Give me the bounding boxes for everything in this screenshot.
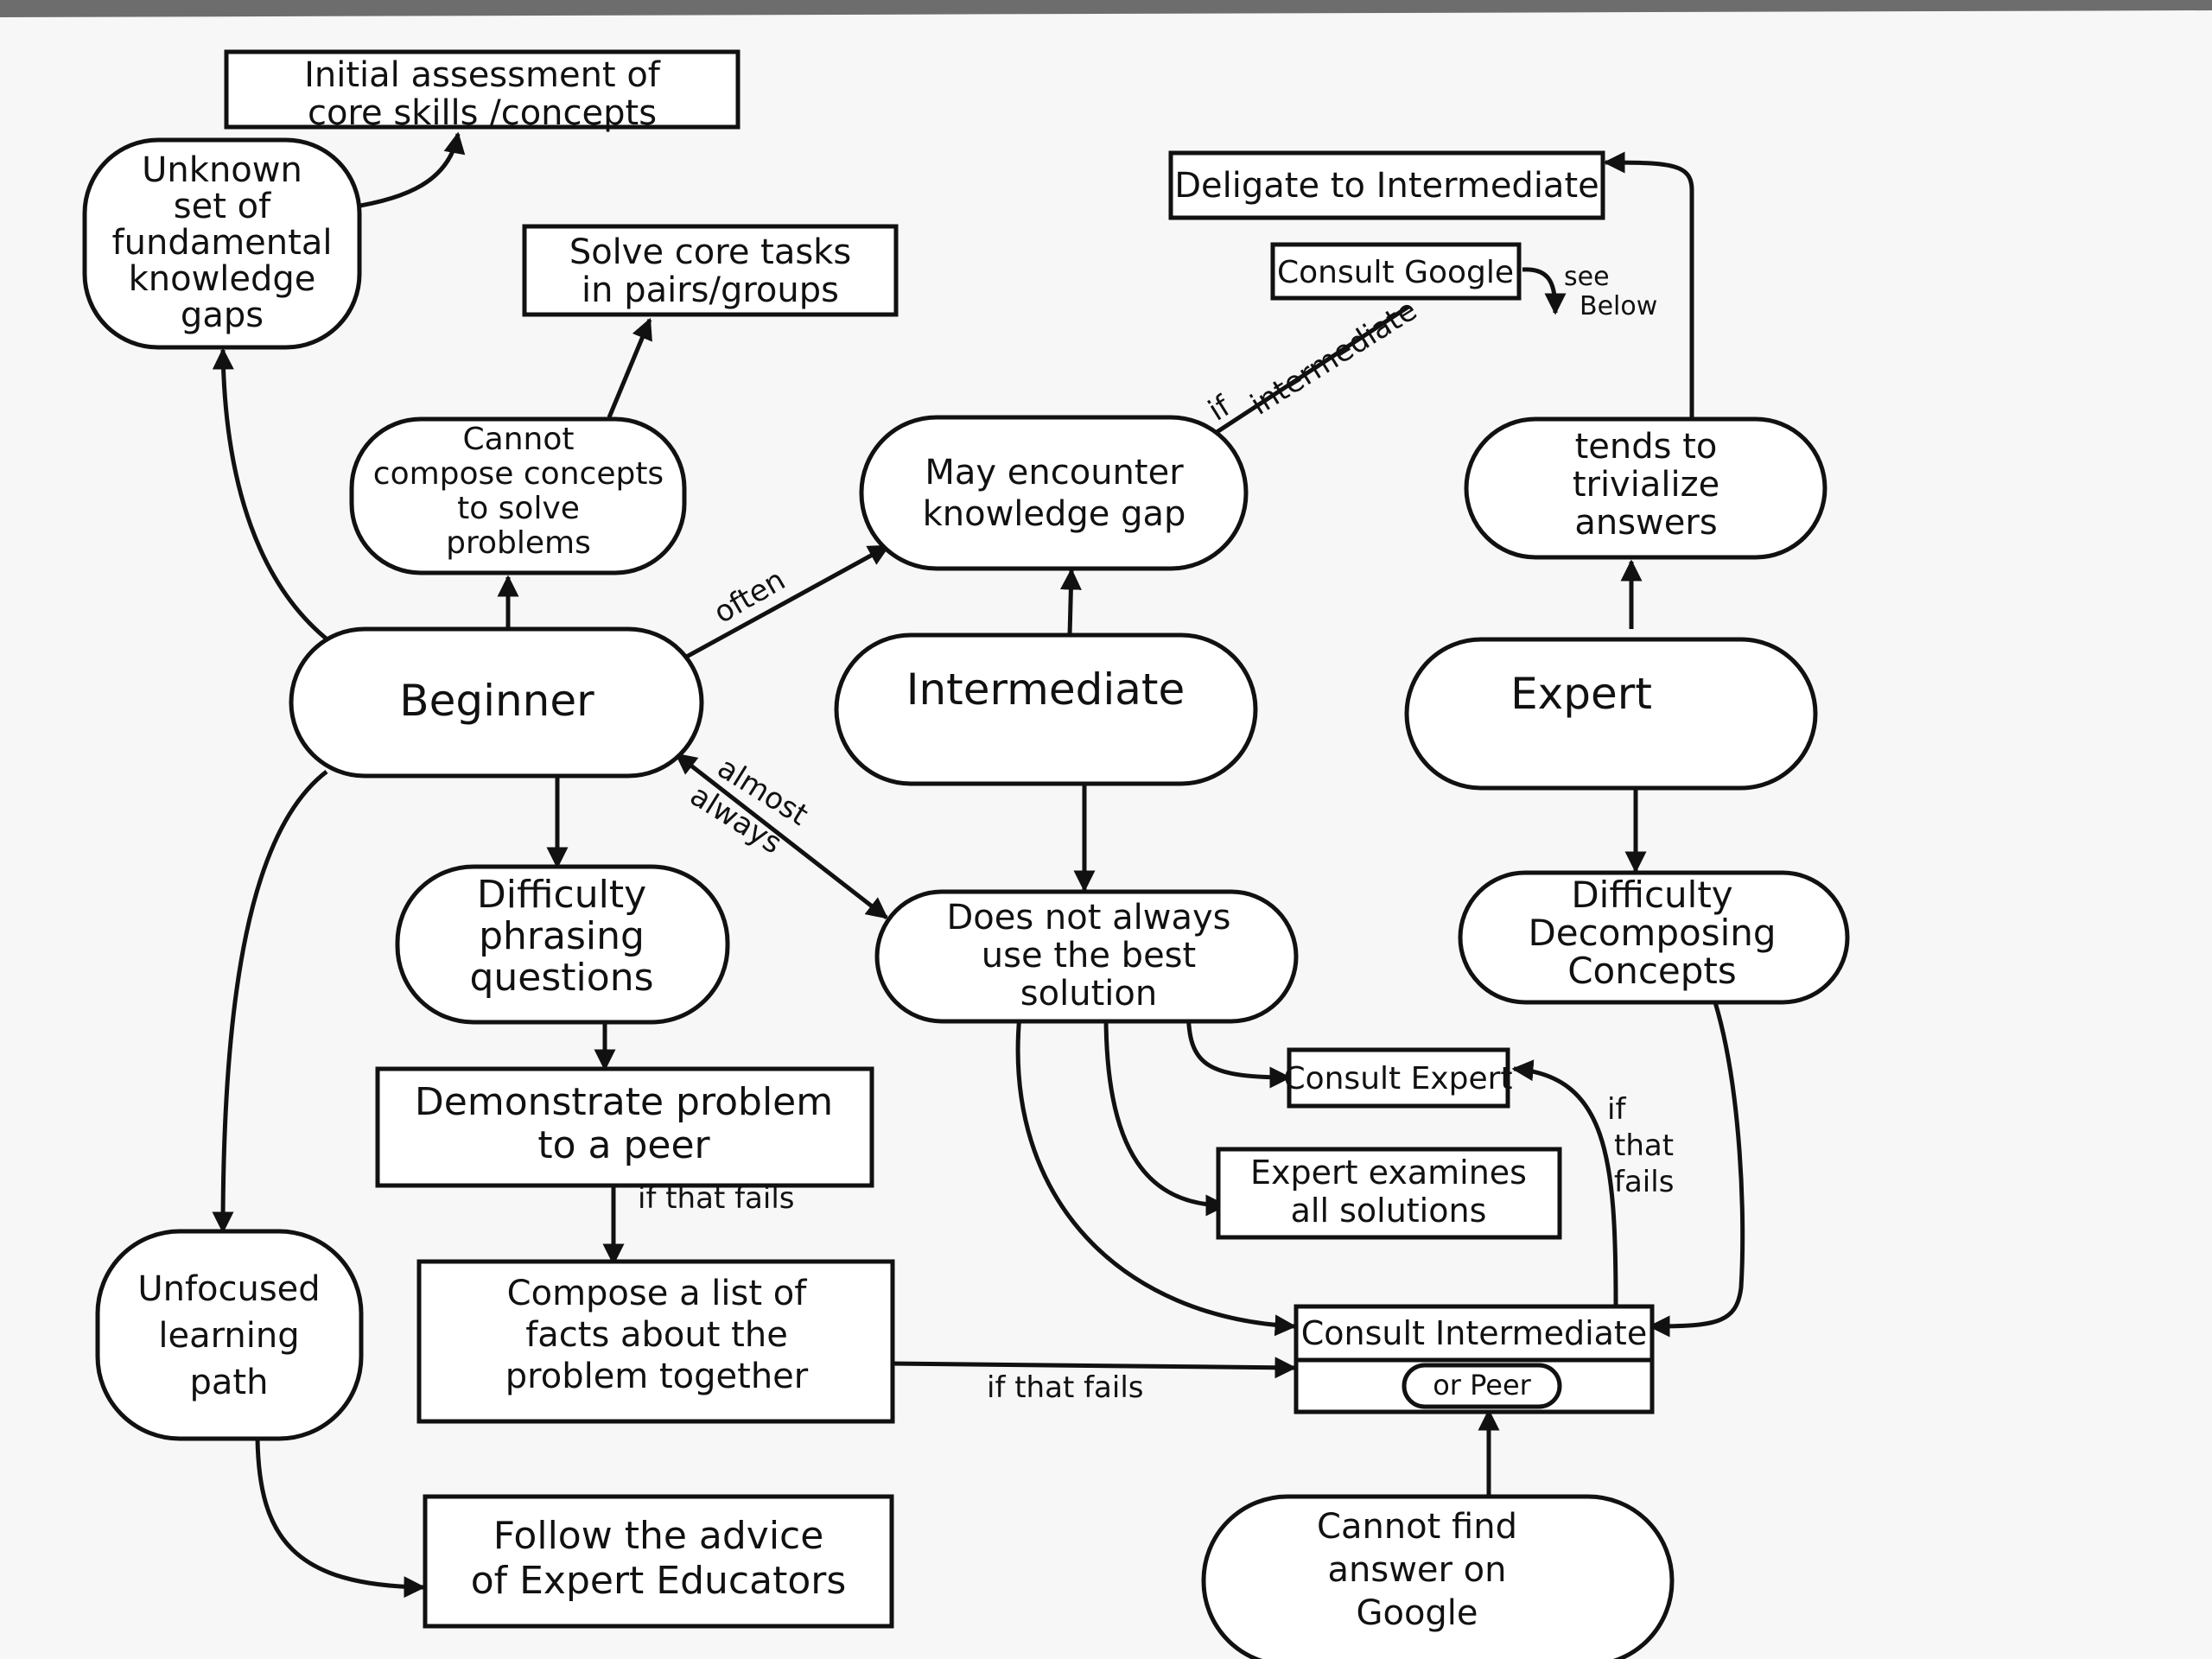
edge-google-to-see bbox=[1522, 267, 1567, 315]
edges bbox=[212, 131, 1745, 1599]
edge-cannot-to-solve bbox=[607, 317, 652, 418]
svg-text:Intermediate: Intermediate bbox=[906, 664, 1185, 715]
node-expert: Expert bbox=[1404, 637, 1818, 791]
edge-beginner-to-unknown bbox=[212, 347, 334, 645]
edge-may-to-google bbox=[1199, 304, 1410, 445]
edge-doesnot-to-examines bbox=[1103, 1014, 1228, 1217]
edge-unknown-to-assessment bbox=[349, 131, 466, 210]
edge-intermediate-to-may bbox=[1059, 568, 1082, 636]
node-beginner: Beginner bbox=[289, 626, 704, 779]
svg-text:Consult Google: Consult Google bbox=[1277, 255, 1514, 290]
edge-consultint-to-consultexpert bbox=[1511, 1059, 1618, 1306]
svg-text:Beginner: Beginner bbox=[399, 676, 594, 726]
svg-text:or Peer: or Peer bbox=[1433, 1369, 1531, 1402]
label-if-that-fails-2: if that fails bbox=[987, 1370, 1144, 1405]
node-consult-intermediate: Consult Intermediate or Peer bbox=[1294, 1304, 1655, 1414]
edge-doesnot-to-consultexpert bbox=[1185, 1004, 1292, 1089]
node-consult-google: Consult Google bbox=[1270, 242, 1522, 301]
edge-compose-to-consultint bbox=[889, 1357, 1297, 1379]
edge-beginner-to-may bbox=[672, 543, 891, 666]
or-peer-oval bbox=[1402, 1363, 1562, 1409]
svg-text:Expert: Expert bbox=[1510, 669, 1652, 719]
edge-beginner-to-unfocused bbox=[212, 770, 328, 1234]
edge-decomposing-to-consultint bbox=[1648, 1001, 1745, 1338]
edge-beginner-to-doesnot bbox=[675, 753, 888, 919]
edge-unfocused-to-follow bbox=[255, 1438, 426, 1599]
node-intermediate: Intermediate bbox=[834, 632, 1258, 786]
edge-doesnot-to-consultint bbox=[1015, 1014, 1297, 1337]
node-consult-expert: Consult Expert bbox=[1283, 1047, 1513, 1109]
edge-tends-to-delegate bbox=[1603, 151, 1694, 417]
svg-text:Consult Expert: Consult Expert bbox=[1283, 1061, 1512, 1096]
label-if-that-fails-1: if that fails bbox=[638, 1181, 795, 1216]
svg-text:Deligate to Intermediate: Deligate to Intermediate bbox=[1174, 166, 1599, 206]
svg-text:Consult Intermediate: Consult Intermediate bbox=[1301, 1314, 1647, 1352]
node-delegate: Deligate to Intermediate bbox=[1168, 150, 1605, 220]
